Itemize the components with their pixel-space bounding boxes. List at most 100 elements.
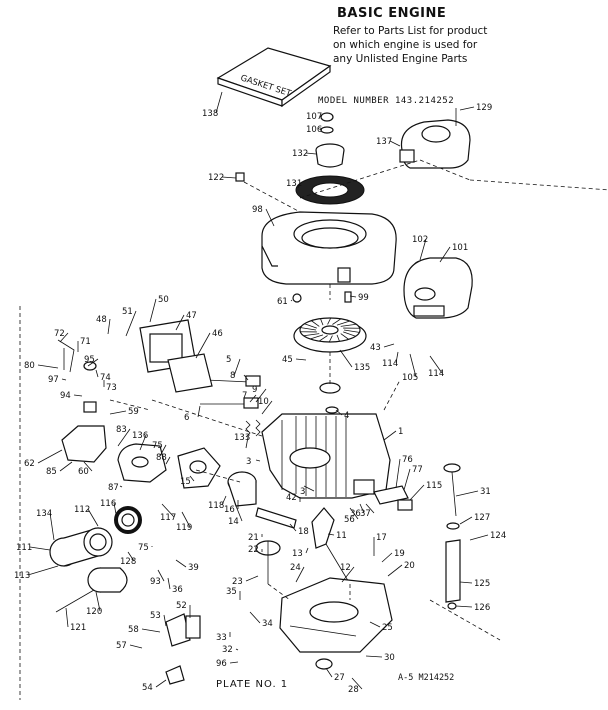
leader-line-62 [37,449,63,464]
intake-parts [177,447,221,489]
part-number-124: 124 [490,531,506,541]
leader-line-131 [297,182,301,189]
air-filter-element [49,527,113,567]
part-number-138: 138 [202,109,218,119]
rotating-screen [295,175,365,205]
leader-line-1 [383,430,397,441]
leader-line-117 [161,503,175,518]
gasket-set-package: GASKET SET [216,47,332,108]
leader-line-136 [139,434,147,451]
assembly-guide-line-0 [243,181,301,213]
leader-line-36b [167,577,171,590]
leader-line-138 [215,91,223,114]
part-number-80: 80 [24,361,35,371]
leader-line-102 [419,238,427,261]
washer-4 [325,406,339,414]
part-number-3b: 3 [300,487,305,497]
leader-line-85 [59,461,73,472]
part-number-43: 43 [370,343,381,353]
leader-line-50 [149,298,157,323]
part-number-95: 95 [84,355,95,365]
part-number-31: 31 [480,487,491,497]
leader-line-60 [83,461,93,472]
part-number-33: 33 [216,633,227,643]
part-number-94: 94 [60,391,71,401]
oil-sump [279,577,393,653]
part-number-62: 62 [24,459,35,469]
flywheel-fin [332,318,342,325]
part-number-113: 113 [14,571,30,581]
part-number-37: 37 [360,509,371,519]
assembly-guide-line-6 [151,399,263,437]
leader-line-31 [455,490,479,497]
leader-line-23 [245,575,259,582]
leader-line-133 [245,436,249,449]
leader-line-59 [109,410,127,415]
part-number-115: 115 [426,481,442,491]
leader-line-20 [387,564,403,577]
flywheel-fin [311,320,320,327]
part-number-85: 85 [46,467,57,477]
part-number-129: 129 [476,103,492,113]
leader-line-101 [439,246,451,263]
part-number-47: 47 [186,311,197,321]
leader-line-5 [233,358,241,377]
leader-line-3 [255,459,261,462]
part-number-97: 97 [48,375,59,385]
leader-line-74 [95,369,99,378]
leader-line-37 [365,503,375,514]
leader-line-99 [349,295,357,298]
washer-106 [320,126,334,134]
leader-line-27 [325,667,333,678]
leader-line-13 [305,547,309,554]
fuel-tank-bracket [61,401,107,463]
part-number-106: 106 [306,125,322,135]
part-number-57: 57 [116,641,127,651]
leader-line-32 [235,648,239,651]
part-number-3: 3 [246,457,251,467]
part-number-88: 88 [156,453,167,463]
part-number-75: 75 [152,441,163,451]
part-number-36: 36 [350,509,361,519]
leader-line-125 [459,581,473,584]
part-number-118: 118 [208,501,224,511]
flywheel-fin [340,333,349,340]
leader-line-126 [455,605,473,608]
nut-107 [320,112,334,122]
valve-assembly [200,375,261,438]
starter-cup [315,143,345,168]
part-number-46: 46 [212,329,223,339]
leader-line-88 [165,456,171,465]
leader-line-25 [369,621,381,628]
leader-line-122 [221,176,237,179]
filter-112 [114,506,142,534]
rewind-starter [399,119,471,169]
part-number-50: 50 [158,295,169,305]
part-number-6: 6 [184,413,189,423]
leader-line-15 [189,475,195,482]
part-number-61: 61 [277,297,288,307]
part-number-30: 30 [384,653,395,663]
leader-line-6 [197,405,201,418]
part-number-128: 128 [120,557,136,567]
leader-line-4 [335,409,343,416]
leader-line-43 [383,343,395,348]
leader-line-51 [125,310,137,337]
blower-housing [261,211,397,285]
leader-line-87 [119,485,123,488]
flywheel-fin [340,323,357,327]
filter-120 [87,567,128,593]
part-number-42: 42 [286,493,297,503]
assembly-guide-line-10 [195,469,241,483]
leader-line-72 [59,332,69,343]
part-number-114b: 114 [428,369,444,379]
leader-line-118 [221,495,227,506]
leader-line-128 [127,551,135,562]
flywheel-fin [343,331,356,337]
part-number-20: 20 [404,561,415,571]
leader-line-120 [95,591,101,612]
part-number-75b: 75 [138,543,149,553]
flywheel [293,317,367,353]
part-number-15: 15 [180,477,191,487]
part-number-101: 101 [452,243,468,253]
